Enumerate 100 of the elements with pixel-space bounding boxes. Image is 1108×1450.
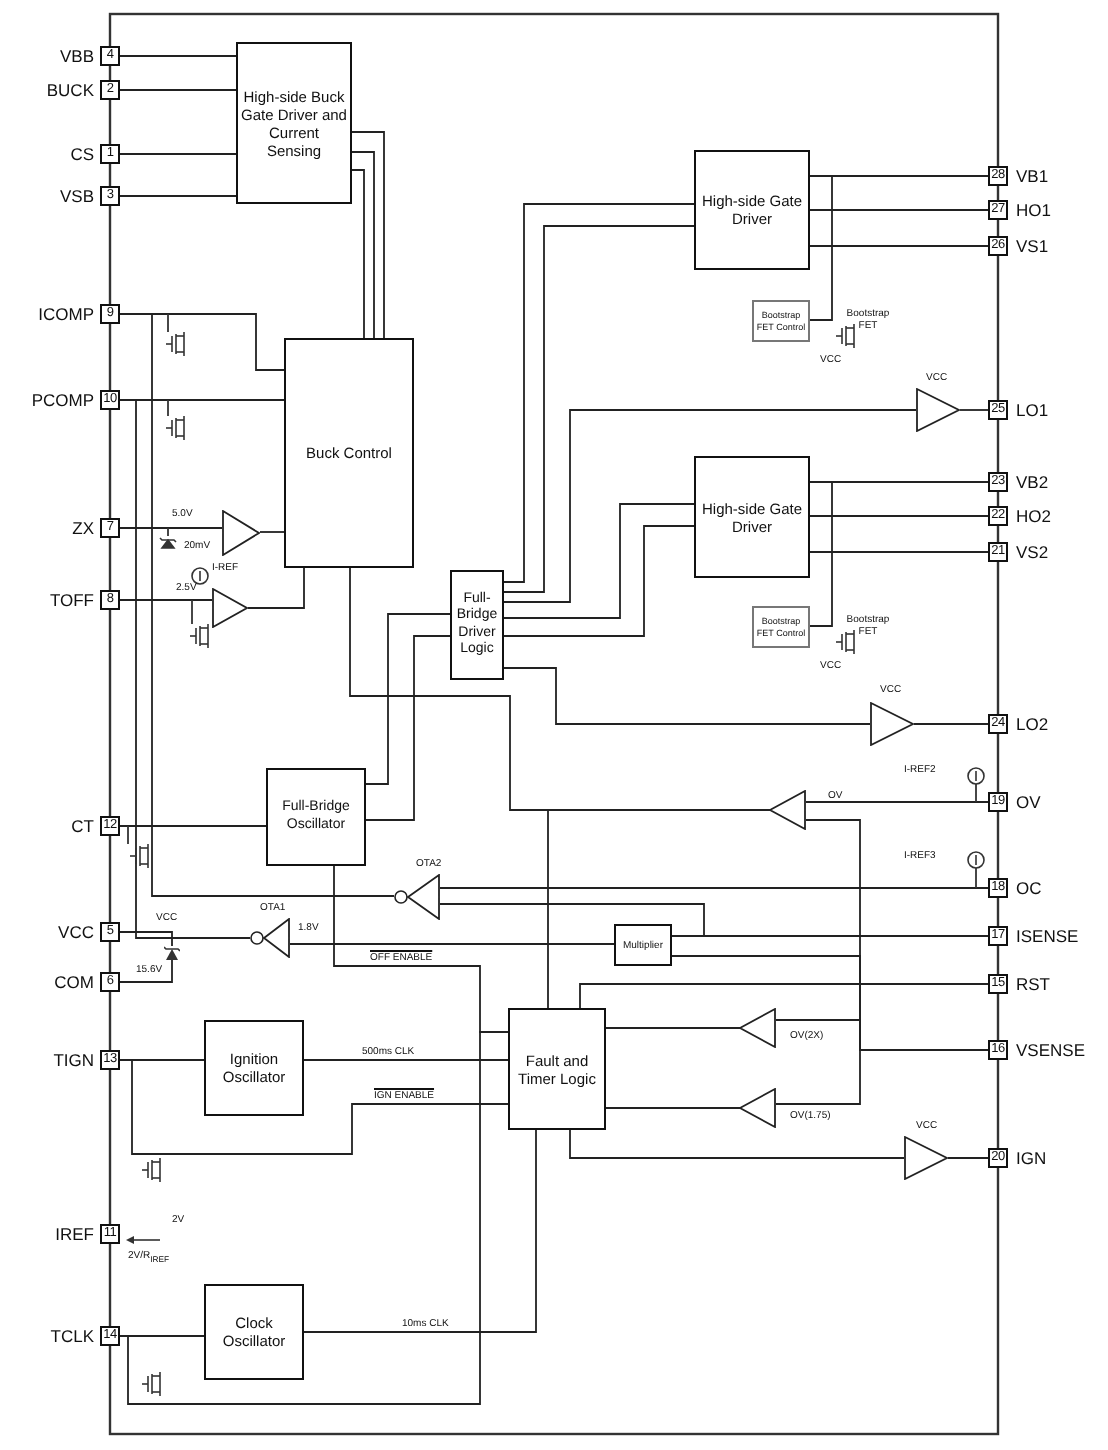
pin-name: LO1	[1016, 400, 1049, 420]
signal-line	[503, 667, 871, 725]
pin-box	[100, 80, 120, 100]
pin-name: HO2	[1016, 506, 1051, 526]
pin-name: TOFF	[49, 590, 94, 610]
function-block	[508, 1008, 606, 1130]
pin-name: TCLK	[50, 1326, 94, 1346]
signal-line	[913, 723, 989, 725]
pin-name: COM	[54, 972, 94, 992]
function-block	[284, 338, 414, 568]
pin-name: TIGN	[53, 1050, 94, 1070]
pin-name: ISENSE	[1016, 926, 1079, 946]
signal-line	[119, 959, 173, 983]
signal-line	[119, 931, 173, 947]
pin-name: IGN	[1016, 1148, 1047, 1168]
pin-name: ICOMP	[38, 304, 94, 324]
pin-name: VB2	[1016, 472, 1049, 492]
pin-name: RST	[1016, 974, 1050, 994]
pin-name: VS2	[1016, 542, 1049, 562]
signal-line	[671, 935, 989, 937]
pin-name: OC	[1016, 878, 1042, 898]
function-block	[204, 1284, 304, 1380]
signal-line	[351, 151, 375, 339]
signal-line	[809, 551, 989, 553]
signal-line	[119, 1059, 509, 1155]
function-block	[614, 924, 672, 966]
pin-name: VS1	[1016, 236, 1049, 256]
signal-line	[947, 1157, 989, 1159]
signal-line	[809, 515, 989, 517]
signal-line	[605, 1107, 741, 1109]
pin-name: BUCK	[46, 80, 94, 100]
signal-line	[351, 169, 365, 339]
pin-name: CS	[70, 144, 94, 164]
signal-line	[439, 887, 989, 889]
signal-line	[119, 55, 237, 57]
signal-line	[119, 89, 237, 91]
signal-line	[119, 825, 267, 827]
signal-line	[119, 195, 237, 197]
signal-line	[809, 245, 989, 247]
pin-box	[100, 922, 120, 942]
pin-box	[100, 46, 120, 66]
signal-line	[809, 209, 989, 211]
function-block	[236, 42, 352, 204]
pin-box	[100, 590, 120, 610]
comparator-symbol	[740, 1088, 776, 1128]
function-block	[694, 456, 810, 578]
pin-name: PCOMP	[31, 390, 94, 410]
zener-diode-symbol	[164, 946, 180, 960]
signal-line	[303, 1059, 509, 1061]
signal-line	[365, 635, 451, 821]
comparator-symbol	[770, 790, 806, 830]
buffer-symbol	[870, 702, 914, 746]
function-block	[694, 150, 810, 270]
pin-name: VB1	[1016, 166, 1049, 186]
pin-box	[100, 186, 120, 206]
signal-line	[247, 567, 305, 609]
pin-name: HO1	[1016, 200, 1051, 220]
amplifier-symbol	[250, 918, 290, 958]
control-block	[752, 300, 810, 342]
signal-line	[503, 503, 695, 619]
signal-line	[351, 131, 385, 339]
comparator-symbol	[740, 1008, 776, 1048]
comparator-symbol	[212, 588, 248, 628]
signal-line	[605, 1027, 741, 1029]
signal-line	[503, 409, 917, 603]
signal-line	[119, 599, 213, 601]
signal-line	[579, 983, 989, 1009]
buffer-symbol	[904, 1136, 948, 1180]
buffer-symbol	[916, 388, 960, 432]
amplifier-symbol	[394, 874, 440, 920]
pin-name: IREF	[55, 1224, 94, 1244]
signal-line	[809, 175, 989, 321]
pin-name: VSB	[59, 186, 94, 206]
comparator-symbol	[222, 510, 260, 556]
signal-line	[289, 943, 615, 945]
pin-box	[100, 144, 120, 164]
signal-line	[503, 525, 695, 637]
signal-line	[775, 1049, 989, 1105]
signal-line	[959, 409, 989, 411]
pin-box	[100, 304, 120, 324]
pin-name: ZX	[72, 518, 94, 538]
signal-line	[119, 153, 237, 155]
function-block	[450, 570, 504, 680]
pin-name: VSENSE	[1016, 1040, 1085, 1060]
pin-name: CT	[71, 816, 94, 836]
pin-name: VCC	[58, 922, 94, 942]
signal-line	[119, 527, 223, 529]
function-block	[204, 1020, 304, 1116]
pin-name: OV	[1016, 792, 1041, 812]
pin-name: VBB	[59, 46, 94, 66]
control-block	[752, 606, 810, 648]
signal-line	[365, 613, 451, 785]
function-block	[266, 768, 366, 866]
signal-line	[805, 801, 989, 803]
pin-box	[100, 518, 120, 538]
pin-box	[100, 972, 120, 992]
signal-line	[569, 1129, 905, 1159]
signal-line	[809, 481, 989, 627]
signal-line	[259, 531, 285, 533]
pin-name: LO2	[1016, 714, 1049, 734]
